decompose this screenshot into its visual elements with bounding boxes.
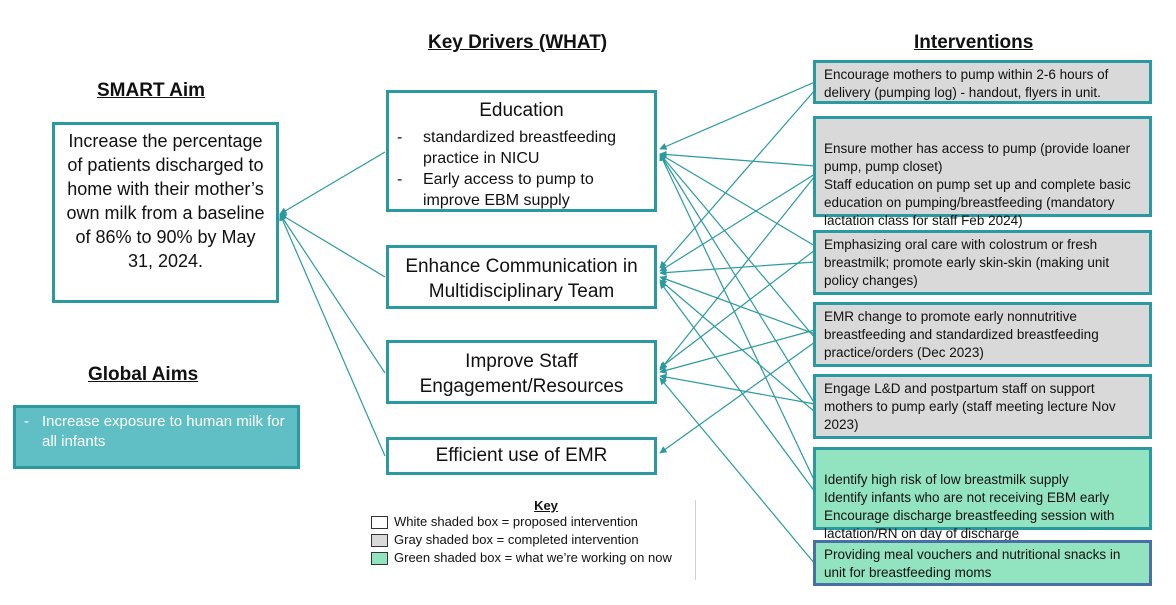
driver-communication-box: Enhance Communication in Multidisciplina… bbox=[386, 245, 657, 309]
intervention-text: Emphasizing oral care with colostrum or … bbox=[824, 237, 1110, 288]
interventions-heading: Interventions bbox=[914, 32, 1034, 53]
connector-arrow bbox=[659, 377, 816, 565]
connector-arrow bbox=[659, 249, 816, 369]
global-aims-box: - Increase exposure to human milk for al… bbox=[13, 405, 300, 469]
driver-education-bullet: - standardized breastfeeding practice in… bbox=[389, 127, 654, 169]
legend-divider bbox=[695, 500, 696, 580]
bullet-dash: - bbox=[397, 129, 403, 146]
connector-arrow bbox=[279, 213, 386, 278]
connector-arrow bbox=[659, 153, 816, 483]
driver-education-list: - standardized breastfeeding practice in… bbox=[389, 127, 654, 211]
legend: Key White shaded box = proposed interven… bbox=[356, 498, 696, 567]
intervention-box: Emphasizing oral care with colostrum or … bbox=[813, 230, 1152, 295]
driver-emr-text: Efficient use of EMR bbox=[435, 445, 608, 466]
legend-label: White shaded box = proposed intervention bbox=[394, 514, 638, 529]
legend-row: Green shaded box = what we’re working on… bbox=[356, 549, 696, 567]
bullet-text: Early access to pump to improve EBM supp… bbox=[423, 171, 594, 209]
intervention-box: Ensure mother has access to pump (provid… bbox=[813, 116, 1152, 228]
intervention-box: Engage L&D and postpartum staff on suppo… bbox=[813, 374, 1152, 439]
legend-swatch-white bbox=[371, 516, 388, 529]
driver-education-box: Education - standardized breastfeeding p… bbox=[386, 90, 657, 212]
bullet-text: standardized breastfeeding practice in N… bbox=[423, 129, 617, 167]
key-drivers-heading: Key Drivers (WHAT) bbox=[428, 32, 608, 53]
global-aim-item: Increase exposure to human milk for all … bbox=[42, 413, 285, 450]
intervention-text: EMR change to promote early nonnutritive… bbox=[824, 309, 1099, 360]
legend-row: Gray shaded box = completed intervention bbox=[356, 531, 696, 549]
connector-arrow bbox=[279, 151, 386, 215]
connector-arrow bbox=[659, 281, 816, 493]
connector-arrow bbox=[659, 89, 816, 269]
intervention-text: Encourage mothers to pump within 2-6 hou… bbox=[824, 67, 1109, 100]
intervention-box: Encourage mothers to pump within 2-6 hou… bbox=[813, 60, 1152, 104]
connector-arrow bbox=[659, 153, 816, 247]
connector-arrow bbox=[279, 213, 386, 457]
global-aim-dash: - bbox=[24, 413, 29, 430]
intervention-text: Identify high risk of low breastmilk sup… bbox=[824, 472, 1115, 541]
global-aims-heading: Global Aims bbox=[88, 364, 199, 385]
connector-arrow bbox=[659, 261, 816, 277]
legend-swatch-green bbox=[371, 552, 388, 565]
connector-arrow bbox=[659, 153, 816, 339]
connector-arrow bbox=[659, 175, 816, 371]
connector-arrow bbox=[279, 213, 386, 374]
driver-emr-box: Efficient use of EMR bbox=[386, 437, 657, 475]
connector-arrow bbox=[659, 150, 816, 167]
legend-label: Green shaded box = what we’re working on… bbox=[394, 550, 672, 565]
connector-arrow bbox=[659, 341, 816, 454]
legend-title: Key bbox=[534, 498, 558, 513]
smart-aim-text: Increase the percentage of patients disc… bbox=[66, 131, 265, 271]
connector-arrow bbox=[659, 81, 816, 150]
legend-swatch-gray bbox=[371, 534, 388, 547]
legend-label: Gray shaded box = completed intervention bbox=[394, 532, 639, 547]
connector-arrow bbox=[659, 275, 816, 335]
connector-arrow bbox=[659, 373, 816, 405]
bullet-dash: - bbox=[397, 171, 403, 188]
intervention-text: Engage L&D and postpartum staff on suppo… bbox=[824, 381, 1116, 432]
driver-education-bullet: - Early access to pump to improve EBM su… bbox=[389, 169, 654, 211]
legend-row: White shaded box = proposed intervention bbox=[356, 513, 696, 531]
intervention-box: EMR change to promote early nonnutritive… bbox=[813, 302, 1152, 367]
intervention-text: Providing meal vouchers and nutritional … bbox=[824, 547, 1121, 580]
intervention-box: Providing meal vouchers and nutritional … bbox=[813, 540, 1152, 586]
connector-arrow bbox=[659, 329, 816, 374]
connector-arrow bbox=[659, 153, 816, 405]
smart-aim-heading: SMART Aim bbox=[97, 80, 206, 101]
driver-staff-box: Improve Staff Engagement/Resources bbox=[386, 340, 657, 404]
driver-education-title: Education bbox=[479, 100, 564, 121]
driver-staff-text: Improve Staff Engagement/Resources bbox=[419, 351, 624, 397]
driver-communication-text: Enhance Communication in Multidisciplina… bbox=[405, 256, 638, 302]
intervention-text: Ensure mother has access to pump (provid… bbox=[824, 141, 1131, 228]
connector-arrow bbox=[659, 173, 816, 272]
smart-aim-box: Increase the percentage of patients disc… bbox=[52, 122, 279, 303]
intervention-box: Identify high risk of low breastmilk sup… bbox=[813, 447, 1152, 541]
connector-arrow bbox=[659, 279, 816, 413]
